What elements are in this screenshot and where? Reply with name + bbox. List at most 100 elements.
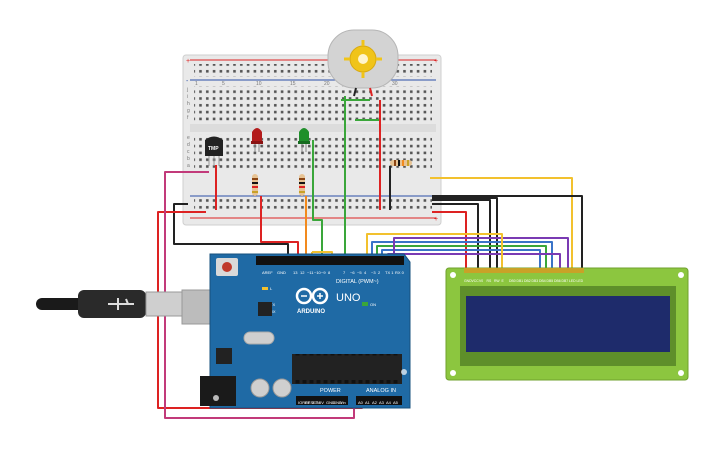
arduino-model: UNO: [336, 292, 361, 304]
row-letter: a: [187, 163, 190, 169]
lcd-pin-label: GND: [464, 279, 472, 283]
digital-pin-label: 2: [378, 270, 381, 275]
row-letter: d: [187, 142, 190, 148]
row-letter: j: [186, 87, 188, 93]
lcd-pin-label: DB1: [517, 279, 524, 283]
power-jack[interactable]: [200, 376, 236, 406]
lcd-pin-label: DB3: [532, 279, 539, 283]
lcd-pin-label: LED: [577, 279, 584, 283]
digital-pin-label: ~10: [314, 270, 322, 275]
breadboard-wires: [215, 99, 391, 210]
voltage-regulator: [216, 348, 232, 364]
digital-header-label: DIGITAL (PWM~): [336, 279, 379, 285]
analog-pin-label: A1: [365, 400, 371, 405]
digital-pin-label: ~3: [371, 270, 376, 275]
row-letter: e: [187, 135, 190, 141]
power-header-label: POWER: [320, 388, 341, 394]
crystal: [243, 331, 275, 345]
power-pin-label: IOREF: [298, 400, 311, 405]
lcd-pin-label: E: [502, 279, 505, 283]
digital-pin-label: ~6: [350, 270, 355, 275]
analog-pin-label: A3: [379, 400, 385, 405]
resistor-1[interactable]: [252, 174, 258, 196]
power-pin-label: 3.3V: [312, 400, 321, 405]
row-letter: f: [187, 115, 189, 121]
arduino-logo-icon: [295, 287, 329, 305]
lcd-screen: [466, 296, 670, 352]
l-label: L: [270, 286, 273, 291]
usb-chip: [258, 302, 272, 316]
reset-button-cap[interactable]: [222, 262, 232, 272]
lcd-pin-label: LED: [569, 279, 576, 283]
arduino-uno[interactable]: DIGITAL (PWM~) 13 12 ~11 ~10 ~9 8 7 ~6 ~…: [200, 253, 411, 409]
rail-plus-label-right: +: [434, 58, 438, 65]
sensor-label: TMP: [208, 146, 219, 152]
power-pin-label: RESET: [305, 400, 319, 405]
resistor-3[interactable]: [390, 160, 412, 166]
lcd-pin-label: DB7: [562, 279, 569, 283]
temperature-sensor[interactable]: TMP: [205, 136, 223, 167]
arduino-logo-text: ARDUINO: [297, 309, 325, 315]
rail-minus-label: -: [186, 78, 189, 85]
dc-motor[interactable]: [327, 29, 399, 97]
digital-pin-label: RX 0: [395, 270, 405, 275]
top-terminal-strip[interactable]: [194, 86, 432, 122]
row-letter: i: [187, 94, 188, 100]
red-led[interactable]: [251, 128, 263, 152]
lcd-display[interactable]: GND VCC V0 RS RW E DB0 DB1 DB2 DB3 DB4 D…: [445, 267, 689, 381]
digital-pin-label: 12: [300, 270, 305, 275]
green-led[interactable]: [298, 128, 310, 152]
analog-pin-label: A2: [372, 400, 378, 405]
circuit-wires[interactable]: [157, 96, 583, 419]
lcd-pin-label: RW: [494, 279, 500, 283]
lcd-pin-label: DB2: [524, 279, 531, 283]
digital-pin-label: 13: [293, 270, 298, 275]
analog-pin-label: A4: [386, 400, 392, 405]
power-led: [362, 302, 368, 306]
tx-label: TX: [270, 302, 275, 307]
rail-plus-label: +: [186, 58, 190, 65]
lcd-pin-label: DB0: [509, 279, 516, 283]
atmega-chip: [292, 354, 402, 384]
resistor-2[interactable]: [299, 174, 305, 196]
lcd-pin-label: V0: [479, 279, 483, 283]
digital-pin-label: 4: [364, 270, 367, 275]
rail-plus-label-bottom: +: [434, 216, 438, 223]
digital-pin-label: ~11: [307, 270, 314, 275]
gnd-label: GND: [277, 270, 286, 275]
digital-pin-label: ~5: [357, 270, 362, 275]
analog-pin-label: A5: [393, 400, 399, 405]
power-pin-label: GND: [333, 400, 342, 405]
power-pin-label: 5V: [319, 400, 324, 405]
lcd-pin-label: DB5: [547, 279, 554, 283]
digital-pin-label: 8: [328, 270, 331, 275]
lcd-pin-label: DB4: [539, 279, 546, 283]
lcd-pin-row[interactable]: [464, 268, 584, 273]
column-number: 5: [222, 81, 225, 87]
analog-header-label: ANALOG IN: [366, 388, 396, 394]
row-letter: h: [187, 101, 190, 107]
power-pin-label: Vin: [340, 400, 346, 405]
column-number: 20: [324, 81, 330, 87]
column-number: 10: [256, 81, 262, 87]
column-number: 15: [290, 81, 296, 87]
row-letter: b: [187, 156, 190, 162]
digital-pin-label: 7: [343, 270, 346, 275]
digital-pin-label: ~9: [321, 270, 326, 275]
column-number: 30: [392, 81, 398, 87]
power-pin-label: GND: [326, 400, 335, 405]
on-label: ON: [370, 302, 376, 307]
l-led: [262, 287, 268, 290]
aref-label: AREF: [262, 270, 273, 275]
digital-pin-label: TX 1: [385, 270, 394, 275]
lcd-pin-label: DB6: [554, 279, 561, 283]
capacitor-1: [250, 378, 270, 398]
analog-pin-label: A0: [358, 400, 364, 405]
row-letter: c: [187, 149, 190, 155]
row-letter: g: [187, 108, 190, 114]
column-number: 1: [195, 81, 198, 87]
rx-label: RX: [270, 309, 276, 314]
usb-cable[interactable]: [36, 289, 225, 325]
lcd-pin-label: VCC: [472, 279, 480, 283]
